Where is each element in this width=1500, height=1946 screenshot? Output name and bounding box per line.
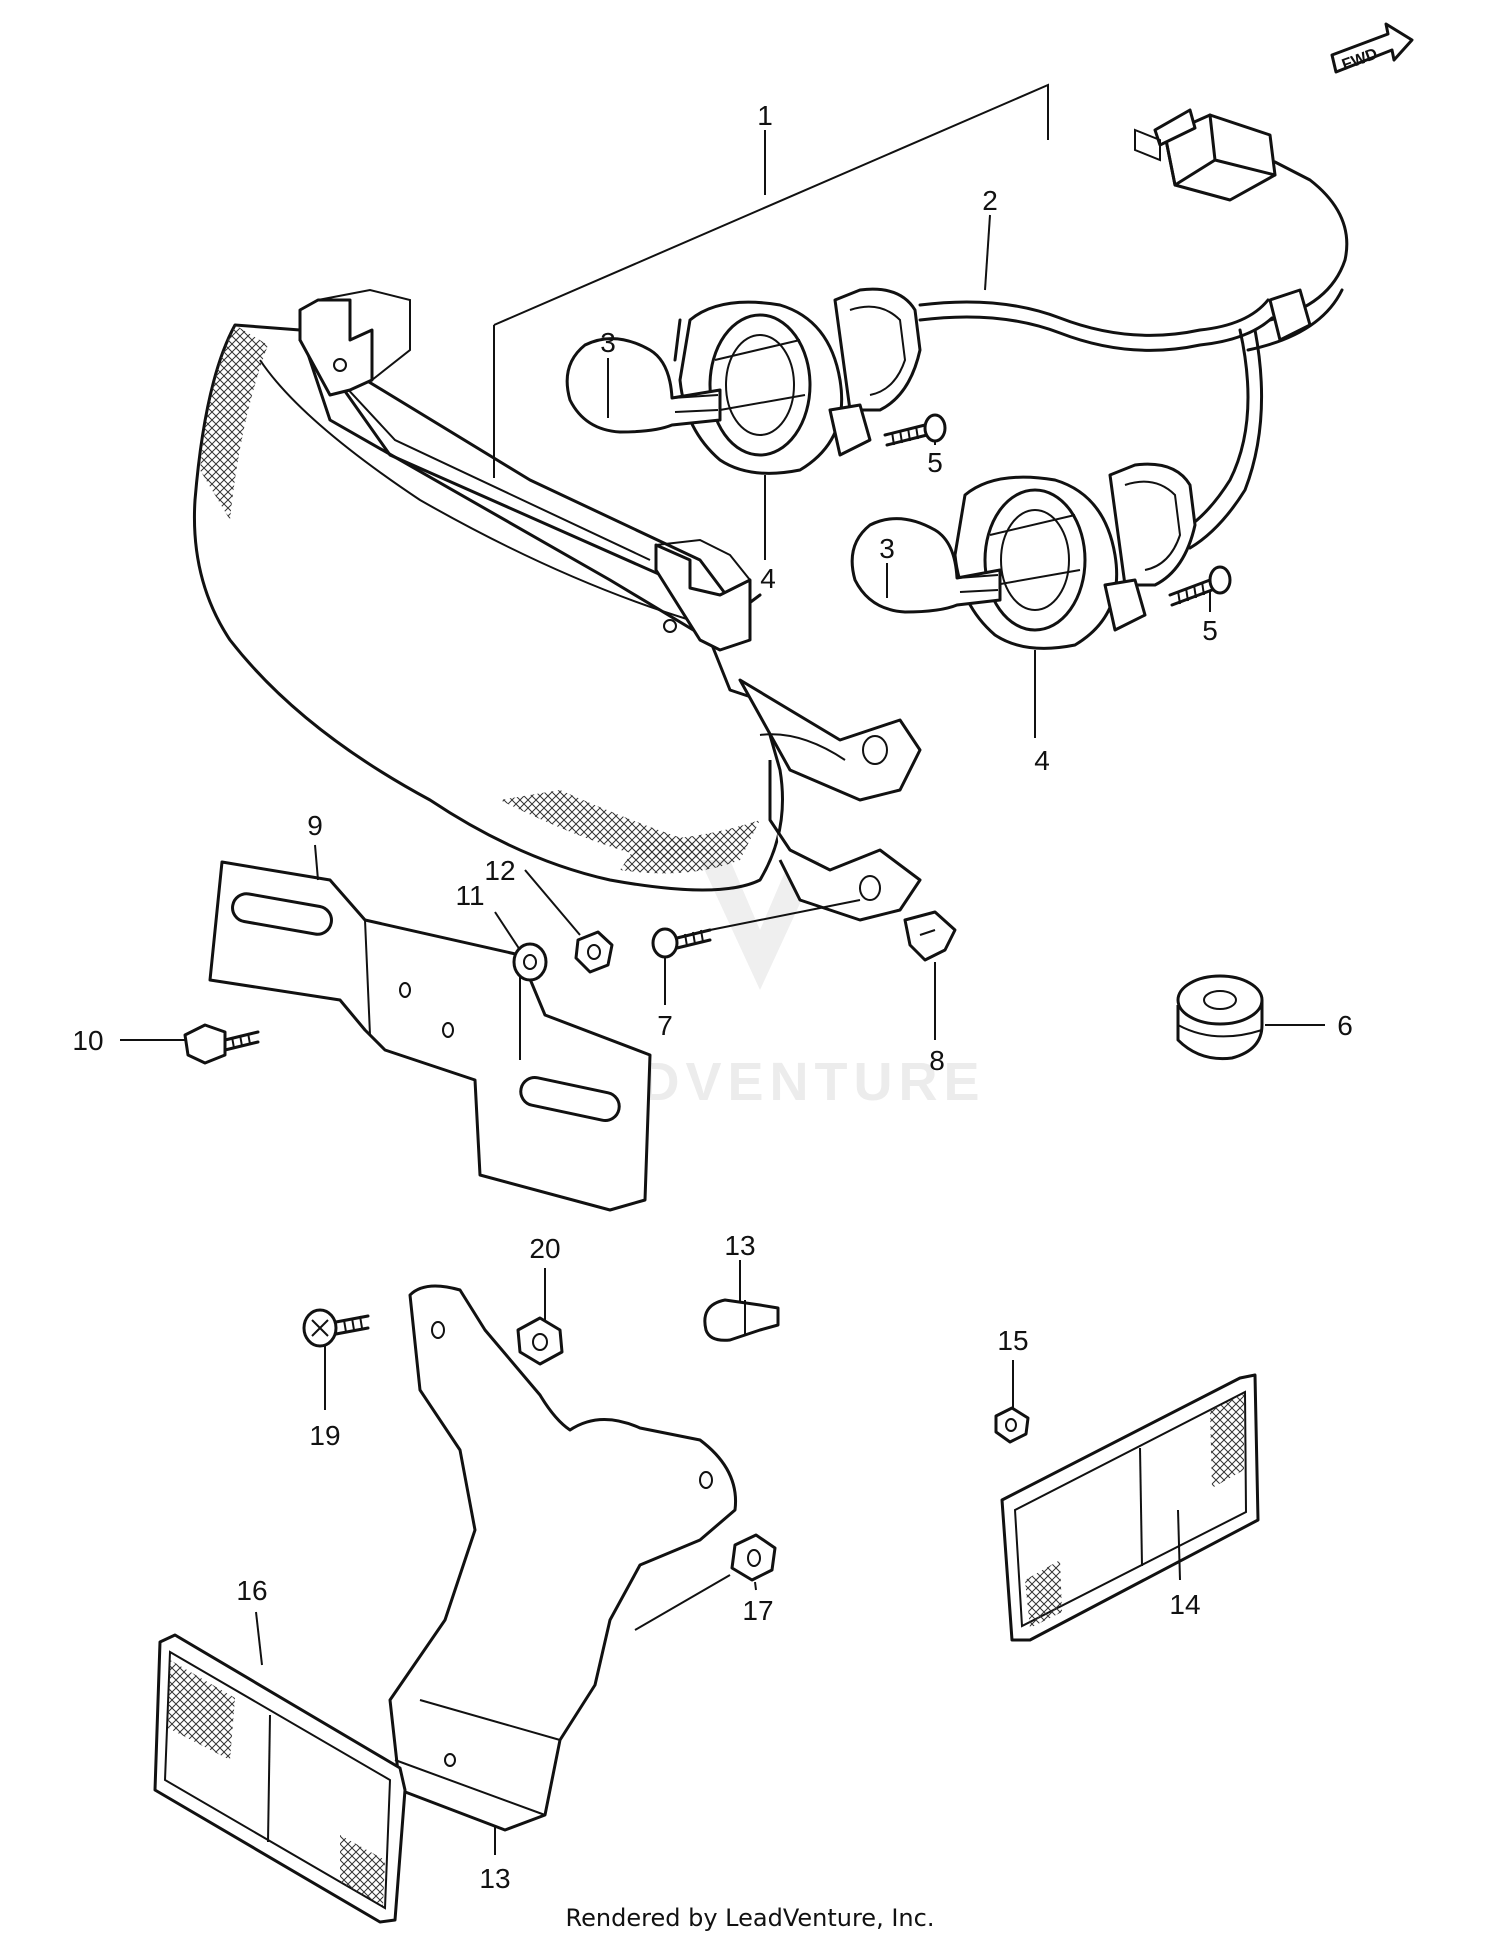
bolt-10 xyxy=(183,1023,260,1065)
nut-20 xyxy=(516,1316,564,1366)
callout-5-lower: 5 xyxy=(1202,615,1218,646)
small-bulb-13 xyxy=(703,1298,780,1342)
washer-11 xyxy=(512,942,548,982)
callout-14: 14 xyxy=(1169,1589,1200,1620)
nut-12 xyxy=(574,930,614,974)
callout-8: 8 xyxy=(929,1045,945,1076)
wiring-harness xyxy=(918,108,1349,550)
clip-8 xyxy=(903,910,957,962)
bulb-lower xyxy=(850,517,1002,614)
callout-3-lower: 3 xyxy=(879,533,895,564)
callout-7: 7 xyxy=(657,1010,673,1041)
callout-5-upper: 5 xyxy=(927,447,943,478)
license-plate-bracket xyxy=(208,860,652,1212)
callout-15: 15 xyxy=(997,1325,1028,1356)
callout-10: 10 xyxy=(72,1025,103,1056)
callout-1: 1 xyxy=(757,100,773,131)
bulb-socket-upper xyxy=(673,287,922,475)
screw-7 xyxy=(651,927,712,959)
callout-6: 6 xyxy=(1337,1010,1353,1041)
screw-lower xyxy=(1168,565,1232,607)
bolt-19 xyxy=(302,1308,370,1348)
callout-9: 9 xyxy=(307,810,323,841)
callout-16: 16 xyxy=(236,1575,267,1606)
screw-upper xyxy=(883,413,947,447)
callouts: 1 2 3 3 4 4 5 5 6 7 8 9 10 11 12 13 13 1… xyxy=(72,100,1352,1894)
nut-17 xyxy=(730,1533,777,1582)
callout-12: 12 xyxy=(484,855,515,886)
callout-11: 11 xyxy=(455,880,484,911)
reflector-16 xyxy=(153,1633,407,1924)
leader-lines xyxy=(120,130,1325,1855)
assembly-bracket-1 xyxy=(493,83,1049,478)
callout-4-lower: 4 xyxy=(1034,745,1050,776)
callout-17: 17 xyxy=(742,1595,773,1626)
callout-3-upper: 3 xyxy=(600,327,616,358)
callout-2: 2 xyxy=(982,185,998,216)
callout-13-lower: 13 xyxy=(479,1863,510,1894)
bulb-upper xyxy=(565,337,722,434)
taillight-housing xyxy=(192,288,922,922)
reflector-14 xyxy=(1000,1373,1260,1642)
nut-15 xyxy=(994,1406,1030,1444)
callout-20: 20 xyxy=(529,1233,560,1264)
callout-19: 19 xyxy=(309,1420,340,1451)
render-credit: Rendered by LeadVenture, Inc. xyxy=(565,1904,935,1932)
reflector-bracket-13 xyxy=(388,1284,738,1832)
callout-4-upper: 4 xyxy=(760,563,776,594)
grommet-6 xyxy=(1176,974,1264,1061)
fwd-arrow-icon: FWD xyxy=(1330,22,1414,74)
bulb-socket-lower xyxy=(953,462,1197,650)
callout-13-upper: 13 xyxy=(724,1230,755,1261)
